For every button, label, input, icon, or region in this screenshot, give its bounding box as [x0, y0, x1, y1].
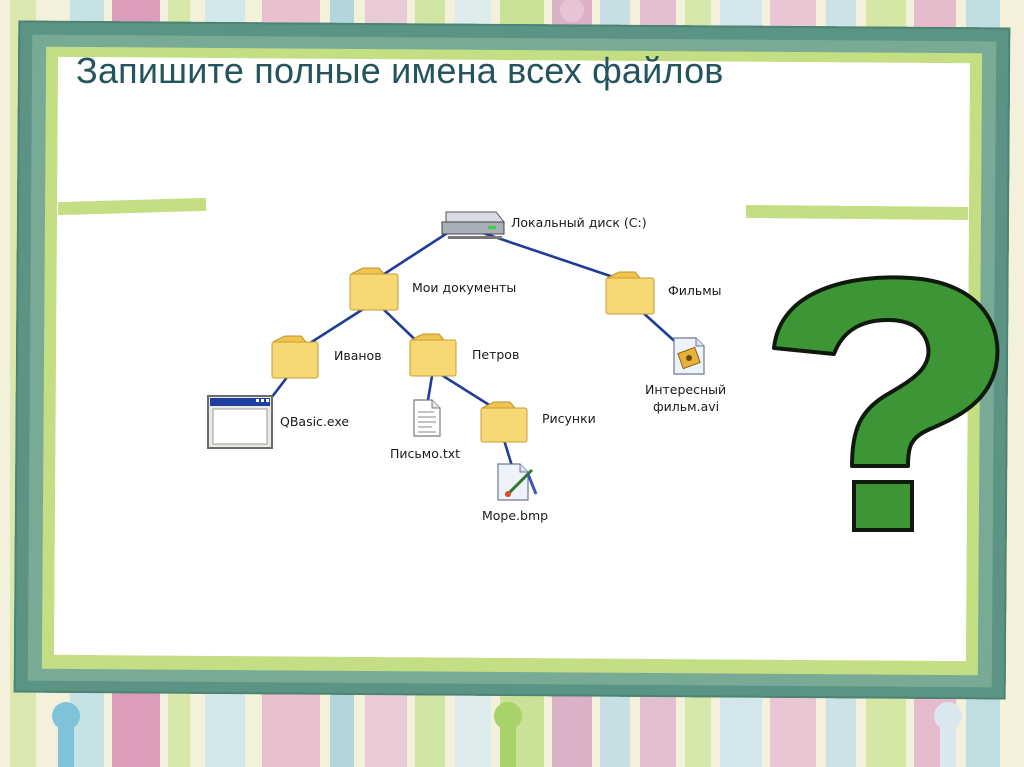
- node-label-movie-line1: Интересный: [645, 382, 726, 397]
- connector-petrov-pictures: [439, 372, 495, 410]
- connector-films-movie: [639, 309, 681, 347]
- slide-title: Запишите полные имена всех файлов: [76, 50, 724, 91]
- connector-root-films: [479, 230, 629, 284]
- folder-icon[interactable]: [271, 335, 319, 379]
- node-label-qbasic: QBasic.exe: [280, 414, 349, 429]
- node-label-movie-line2: фильм.avi: [653, 399, 719, 414]
- tree-connectors: [260, 228, 681, 467]
- exe-window-icon[interactable]: [207, 395, 273, 449]
- video-file-icon[interactable]: [673, 337, 705, 375]
- text-file-icon[interactable]: [413, 399, 441, 437]
- folder-icon[interactable]: [349, 267, 399, 311]
- question-mark-icon: [772, 275, 1000, 532]
- hard-drive-icon[interactable]: [441, 211, 506, 239]
- folder-icon[interactable]: [480, 401, 528, 443]
- folder-icon[interactable]: [409, 333, 457, 377]
- bitmap-file-icon[interactable]: [497, 463, 538, 501]
- folder-icon[interactable]: [605, 271, 655, 315]
- connector-root-docs: [377, 228, 453, 280]
- node-label-films: Фильмы: [668, 283, 722, 298]
- connector-petrov-letter: [426, 375, 434, 401]
- node-label-pictures: Рисунки: [542, 411, 596, 426]
- node-label-docs: Мои документы: [412, 280, 516, 295]
- node-label-petrov: Петров: [472, 347, 519, 362]
- node-label-letter: Письмо.txt: [390, 446, 460, 461]
- node-label-ivanov: Иванов: [334, 348, 382, 363]
- node-label-root: Локальный диск (C:): [511, 215, 647, 230]
- connector-pictures-sea: [502, 439, 514, 467]
- node-label-sea: Море.bmp: [482, 508, 548, 523]
